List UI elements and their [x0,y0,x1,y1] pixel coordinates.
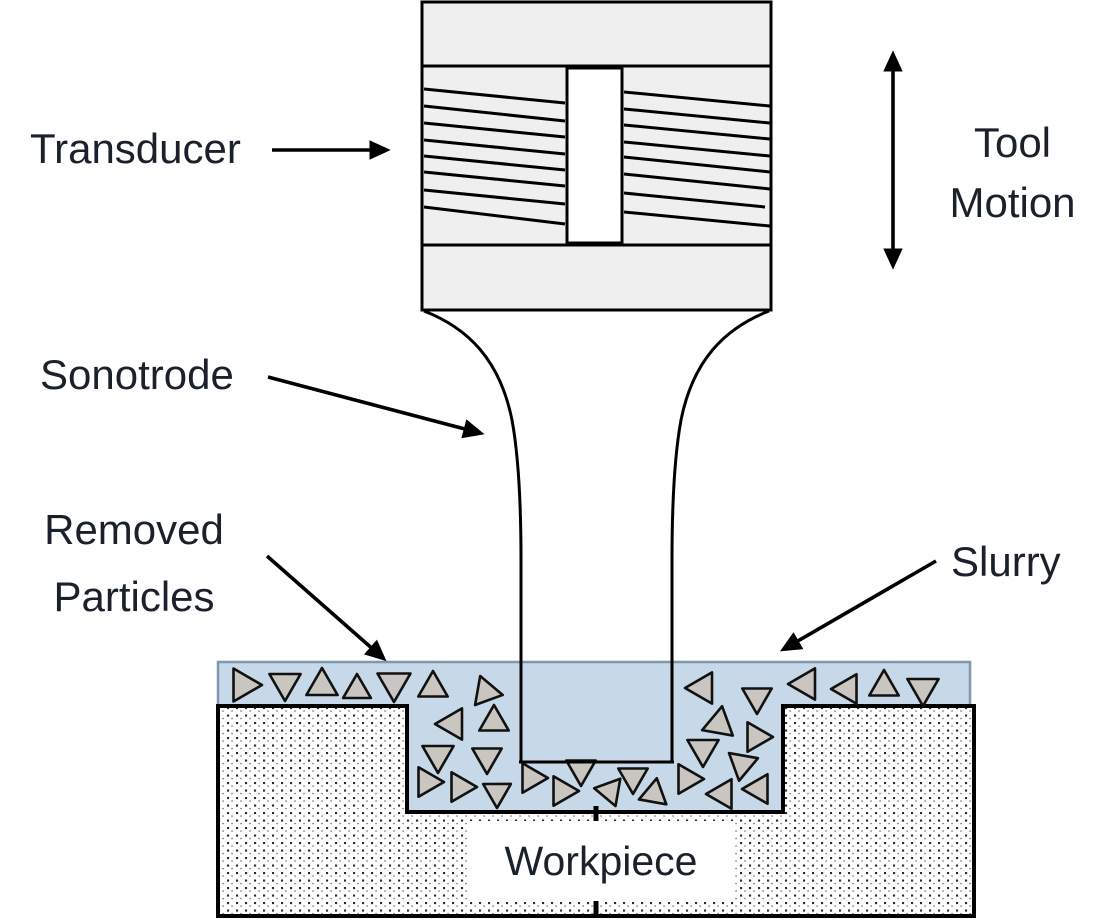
transducer-label: Transducer [30,125,241,172]
coil-winding-line [423,138,566,156]
coil-winding-line [623,107,771,125]
abrasive-particle [450,771,479,803]
abrasive-particle [478,703,510,732]
abrasive-particle [471,747,503,776]
tool-motion-label: Tool Motion [905,113,1119,232]
abrasive-particle [786,667,817,701]
workpiece-label: Workpiece [504,837,698,884]
abrasive-particle [521,762,550,794]
workpiece-block [216,704,976,918]
transducer-top-block [420,0,773,68]
abrasive-particle [473,674,505,707]
coil-winding-line [623,210,771,228]
sonotrode-left-edge [423,309,523,762]
coil-winding-line [423,104,566,123]
abrasive-particle [341,672,373,700]
transducer-bottom-block [420,243,773,312]
abrasive-particle [417,766,446,798]
sonotrode-horn [423,309,770,764]
abrasive-particle [746,721,775,753]
abrasive-particle [741,687,773,716]
abrasive-particle [704,778,733,810]
abrasive-particle [592,777,622,808]
removed-particles-arrow [265,554,387,662]
workpiece-label-box: Workpiece [468,821,734,901]
abrasive-particle [617,767,649,796]
slurry-label: Slurry [951,538,1061,585]
abrasive-particle [727,751,760,783]
tool-motion-label-line2: Motion [949,178,1076,226]
abrasive-particle [417,669,449,698]
coil-winding-line [623,191,766,209]
sonotrode-right-edge [670,309,770,762]
abrasive-particle [637,776,668,806]
coil-winding-line [623,90,771,108]
abrasive-particle [683,671,714,705]
sonotrode-arrow [267,375,485,439]
abrasive-particle [829,673,858,705]
abrasive-particle [481,782,513,810]
coil-winding-line [423,154,566,172]
abrasive-particle [552,775,581,807]
removed-particles-label: Removed Particles [26,496,242,630]
coil-winding-line [623,155,771,174]
coil-winding-line [423,170,566,188]
slurry-arrow [779,559,937,652]
abrasive-particle [686,738,720,769]
abrasive-particle [906,677,940,708]
abrasive-particle [421,744,455,775]
removed-particles-label-line2: Particles [53,573,215,621]
winding-lines [423,87,771,228]
abrasive-particle [376,672,412,704]
removed-particles-label-line1: Removed [44,506,224,553]
particles-layer [232,666,940,810]
abrasive-particle [305,666,339,697]
abrasive-particle [232,667,264,703]
abrasive-particle [740,773,769,805]
abrasive-particle [700,704,735,737]
coil-winding-line [423,121,566,139]
coil-winding-line [623,123,771,141]
abrasive-particle [433,707,464,741]
transducer-center-slot [565,66,624,245]
coil-winding-line [423,205,566,226]
coil-winding-line [623,140,771,158]
abrasive-particle [868,668,900,697]
sonotrode-label: Sonotrode [40,351,234,398]
transducer-assembly [420,0,773,312]
abrasive-particle [268,672,302,703]
coil-winding-line [423,87,566,105]
tool-motion-label-line1: Tool [973,119,1052,166]
abrasive-particle [677,763,706,795]
coil-winding-line [423,188,566,206]
coil-winding-line [623,172,771,191]
